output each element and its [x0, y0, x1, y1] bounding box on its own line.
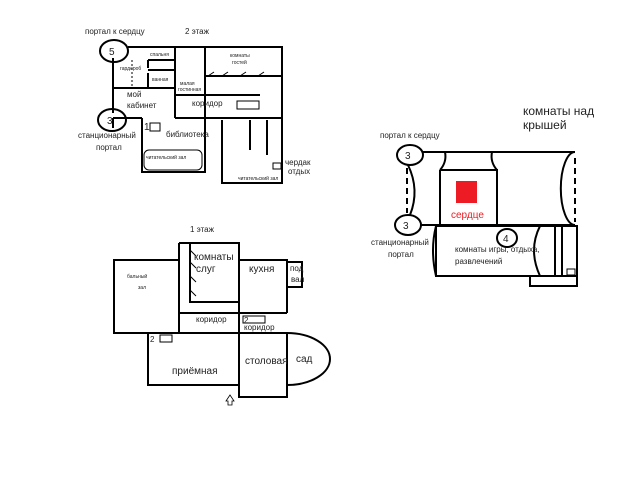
portal-number: 3	[107, 116, 113, 127]
room-small-living: малая	[180, 81, 195, 87]
portal-number: 3	[403, 221, 409, 232]
room-wardrobe: гардероб	[120, 66, 141, 72]
room-library: библиотека	[166, 130, 209, 139]
room-ballroom: бальный	[127, 273, 147, 280]
room-corridor: коридор	[244, 323, 275, 332]
floor-2-title: 2 этаж	[185, 27, 210, 36]
stairs-number: 2	[244, 316, 249, 325]
room-guest: комнаты	[230, 53, 250, 59]
stairs-icon	[149, 122, 161, 132]
room-game: комнаты игры, отдыха,	[455, 245, 540, 254]
room-office: кабинет	[127, 101, 157, 110]
stairs-icon	[236, 100, 260, 110]
portal-number: 3	[405, 151, 411, 162]
stationary-portal-label: портал	[96, 143, 122, 152]
floor-2: 2 этаж портал к сердцу 5 1 3 спальня гар…	[78, 27, 311, 184]
room-office: мой	[127, 90, 141, 99]
room-attic: чердак	[285, 158, 311, 167]
entrance-arrow-icon	[225, 394, 235, 406]
room-reading-hall: читательский зал	[238, 175, 278, 182]
room-reading-hall: читательский зал	[146, 154, 186, 161]
portal-number: 5	[109, 47, 115, 58]
stairs-icon	[159, 334, 173, 343]
room-basement: под	[290, 264, 304, 273]
roof-rooms: комнаты над крышей портал к сердцу сердц…	[371, 104, 594, 287]
roof-title: крышей	[523, 118, 567, 132]
stationary-portal-label: станционарный	[371, 238, 429, 247]
stairs-number: 2	[150, 335, 155, 344]
room-attic: отдых	[288, 167, 310, 176]
room-ballroom: зал	[138, 285, 146, 291]
room-garden: сад	[296, 354, 313, 365]
room-kitchen: кухня	[249, 264, 274, 275]
floor-1-title: 1 этаж	[190, 225, 215, 234]
stationary-portal-circle[interactable]: 3	[97, 108, 127, 132]
room-guest: гостей	[232, 59, 247, 66]
room-corridor: коридор	[196, 315, 227, 324]
room-bathroom: ванная	[152, 77, 169, 83]
heart-label: сердце	[451, 210, 484, 221]
room-dining: столовая	[245, 356, 288, 367]
room-small-living: гостинная	[178, 87, 201, 93]
heart-block[interactable]	[456, 181, 477, 203]
stationary-portal-circle[interactable]: 3	[394, 214, 422, 236]
roof-title: комнаты над	[523, 104, 594, 118]
floor-1: 1 этаж 2 2 бальный зал комнаты слуг кухн…	[113, 225, 331, 406]
portal-heart-circle[interactable]: 3	[396, 144, 424, 166]
room-basement: вал	[291, 275, 305, 284]
room-bedroom: спальня	[150, 52, 169, 58]
stairs-number: 1	[144, 122, 150, 133]
stairs-icon	[242, 315, 266, 324]
room-servants: комнаты	[194, 252, 234, 263]
stairs-circle[interactable]: 4	[496, 228, 518, 248]
stairs-number: 4	[503, 234, 509, 245]
portal-heart-label: портал к сердцу	[85, 27, 145, 36]
room-corridor: коридор	[192, 99, 223, 108]
room-servants: слуг	[196, 264, 216, 275]
stationary-portal-label: портал	[388, 250, 414, 259]
portal-heart-label: портал к сердцу	[380, 131, 440, 140]
room-game: развлечений	[455, 257, 502, 266]
room-reception: приёмная	[172, 366, 218, 377]
stationary-portal-label: станционарный	[78, 131, 136, 140]
